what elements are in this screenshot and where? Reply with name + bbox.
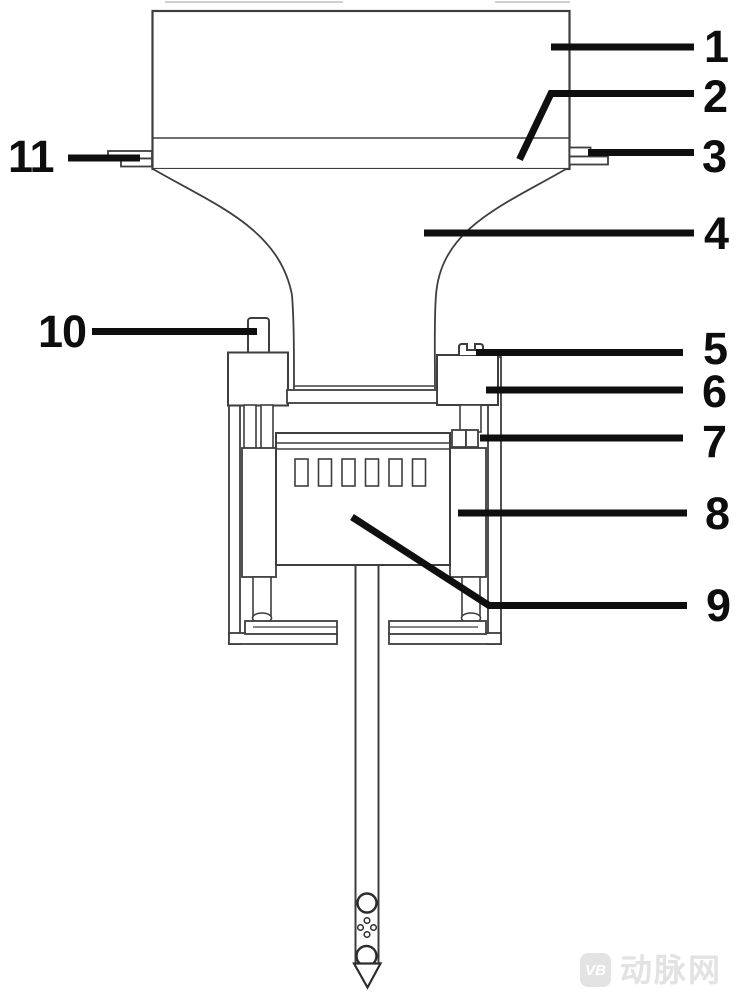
part-label-4: 4 — [704, 208, 729, 259]
watermark-logo: VB — [580, 953, 611, 987]
watermark: VB 动脉网 — [580, 953, 722, 987]
watermark-text: 动脉网 — [620, 951, 723, 989]
mount-block-left — [227, 351, 289, 407]
mount-block-right — [436, 354, 499, 406]
part-label-5: 5 — [703, 323, 728, 374]
base-plates — [244, 620, 487, 635]
part-label-10: 10 — [38, 306, 87, 357]
outlet-plate — [286, 385, 438, 404]
adjusting-collar — [451, 429, 479, 448]
funnel-neck — [152, 168, 567, 390]
locking-pin — [247, 317, 270, 356]
leader-lines — [68, 43, 694, 609]
part-label-11: 11 — [8, 131, 55, 182]
part-label-2: 2 — [703, 71, 728, 122]
part-label-9: 9 — [706, 580, 731, 631]
guide-rods-upper — [243, 404, 482, 451]
needle-holes-small — [356, 916, 378, 939]
leader-line-2 — [516, 90, 694, 162]
part-label-1: 1 — [704, 21, 729, 72]
hopper-body — [151, 9, 571, 171]
part-label-8: 8 — [705, 488, 730, 539]
part-label-7: 7 — [702, 416, 727, 467]
part-label-3: 3 — [702, 131, 727, 182]
watermark-logo-text: VB — [585, 961, 606, 979]
needle-probe — [352, 566, 383, 990]
inner-box — [275, 432, 451, 566]
leader-line-9 — [350, 514, 687, 609]
box-slots — [294, 458, 427, 487]
needle-hole-large-top — [356, 892, 378, 914]
needle-tip — [352, 962, 383, 990]
part-label-6: 6 — [702, 366, 727, 417]
